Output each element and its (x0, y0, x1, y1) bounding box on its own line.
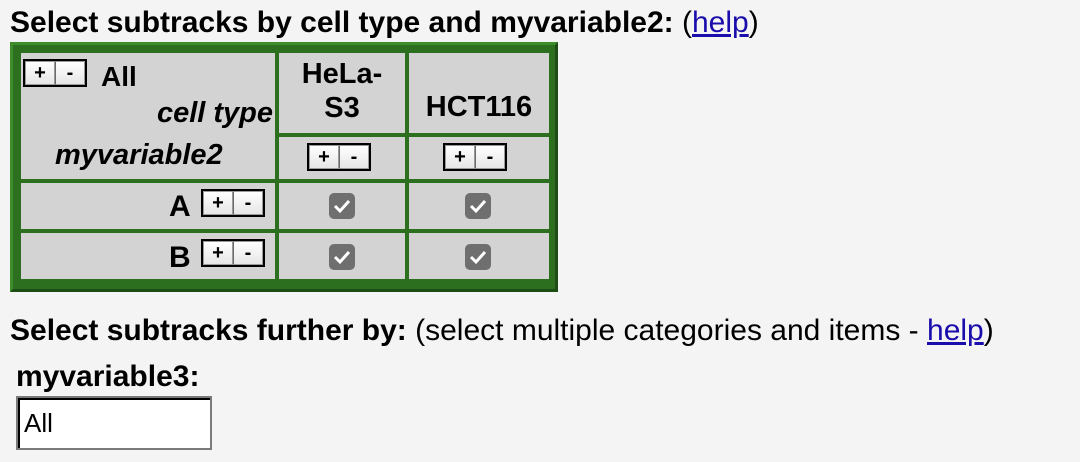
matrix-cell (279, 183, 405, 229)
cell-type-dim-label: cell type (156, 97, 273, 129)
column-label: HCT116 (425, 91, 533, 123)
hela-s3-plus-button[interactable]: + (309, 145, 339, 169)
further-heading-text: Select subtracks further by: (10, 314, 407, 347)
row-header-a: A + - (21, 183, 275, 229)
myvariable2-dim-label: myvariable2 (55, 139, 223, 171)
checkmark-icon (469, 199, 487, 214)
row-header-b: B + - (21, 233, 275, 279)
checkbox-a-hela-s3[interactable] (329, 193, 355, 219)
paren: ( (682, 6, 692, 39)
row-label: A (169, 190, 191, 223)
column-header-hela-s3: HeLa- S3 (279, 53, 405, 133)
further-heading-note: (select multiple categories and items - (406, 314, 928, 347)
subtrack-matrix: + - All cell type myvariable2 HeLa- S3 H… (10, 42, 558, 292)
hct116-plus-button[interactable]: + (445, 145, 475, 169)
select-all-plus-button[interactable]: + (25, 61, 55, 85)
help-link[interactable]: help (692, 6, 749, 39)
row-b-plus-minus: + - (201, 239, 265, 267)
checkbox-a-hct116[interactable] (465, 193, 491, 219)
myvariable3-select[interactable]: All (16, 396, 212, 450)
matrix-heading-text: Select subtracks by cell type and myvari… (10, 6, 674, 39)
row-a-plus-minus: + - (201, 189, 265, 217)
hct116-minus-button[interactable]: - (475, 145, 505, 169)
select-all-minus-button[interactable]: - (55, 61, 85, 85)
paren: ) (748, 6, 759, 39)
checkbox-b-hela-s3[interactable] (329, 244, 355, 270)
row-label: B (169, 241, 191, 274)
all-plus-minus: + - (23, 59, 87, 87)
column-label-line: S3 (324, 92, 360, 124)
checkbox-b-hct116[interactable] (465, 244, 491, 270)
matrix-cell (409, 183, 549, 229)
hela-s3-plus-minus: + - (307, 143, 371, 171)
column-header-hct116: HCT116 (409, 53, 549, 133)
further-heading: Select subtracks further by: (select mul… (10, 314, 994, 348)
hct116-plus-minus: + - (443, 143, 507, 171)
column-label-line: HeLa- (301, 58, 383, 90)
matrix-cell (279, 233, 405, 279)
checkmark-icon (333, 199, 351, 214)
checkmark-icon (469, 250, 487, 265)
row-b-minus-button[interactable]: - (233, 241, 263, 265)
row-b-plus-button[interactable]: + (203, 241, 233, 265)
myvariable3-label: myvariable3: (16, 360, 200, 393)
column-toggle-cell: + - (409, 137, 549, 179)
further-help-link[interactable]: help (927, 314, 984, 347)
column-toggle-cell: + - (279, 137, 405, 179)
all-label: All (101, 61, 137, 92)
hela-s3-minus-button[interactable]: - (339, 145, 369, 169)
row-a-plus-button[interactable]: + (203, 191, 233, 215)
matrix-heading: Select subtracks by cell type and myvari… (10, 6, 759, 40)
paren: ) (983, 314, 994, 347)
row-a-minus-button[interactable]: - (233, 191, 263, 215)
matrix-corner-cell: + - All cell type myvariable2 (21, 53, 275, 179)
checkmark-icon (333, 250, 351, 265)
matrix-cell (409, 233, 549, 279)
